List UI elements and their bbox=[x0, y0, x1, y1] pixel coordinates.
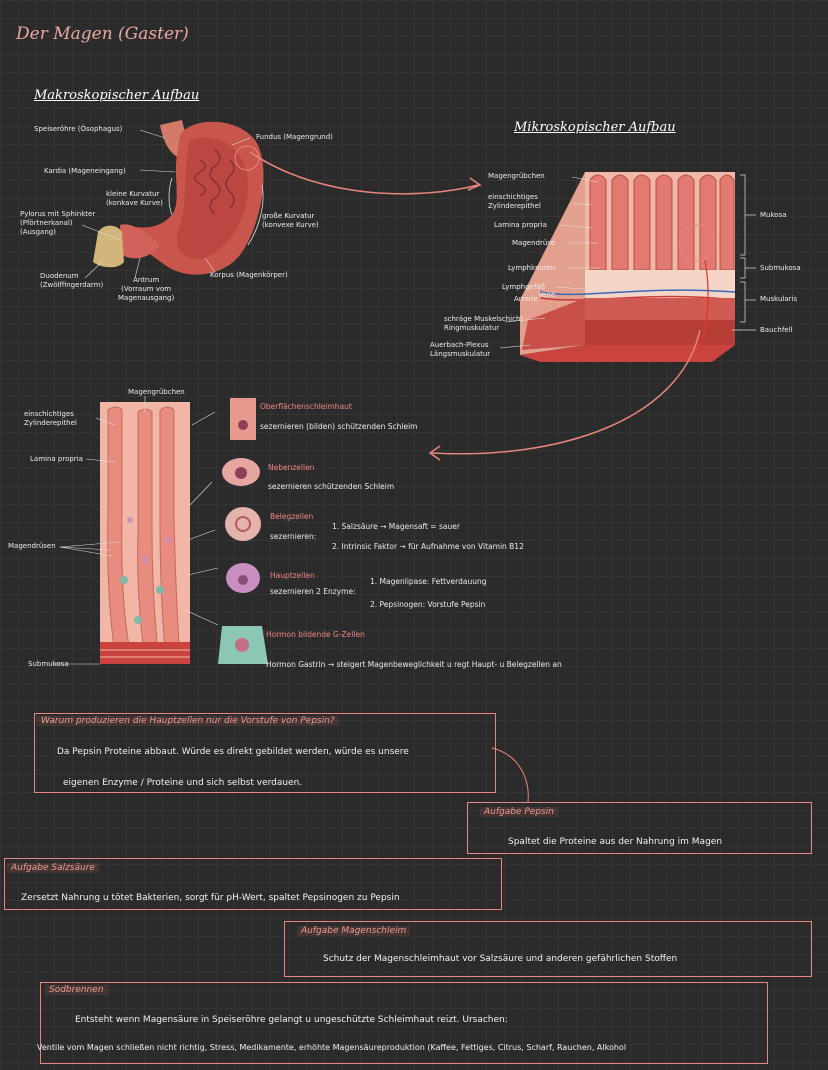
question-answer-line1: Da Pepsin Proteine abbaut. Würde es dire… bbox=[57, 747, 409, 757]
cell-beleg-item-1: 1. Salzsäure → Magensaft = sauer bbox=[332, 522, 460, 531]
cell-neben-desc: sezernieren schützenden Schleim bbox=[268, 482, 395, 491]
label-micro-lamina: Lamina propria bbox=[494, 221, 547, 229]
label-micro-submukosa: Submukosa bbox=[760, 264, 801, 272]
label-gland-lamina: Lamina propria bbox=[30, 455, 83, 463]
cell-haupt-name: Hauptzellen bbox=[270, 571, 315, 580]
cell-beleg-desc: sezernieren: bbox=[270, 532, 317, 541]
label-micro-epithel: einschichtiges Zylinderepithel bbox=[488, 193, 541, 210]
label-fundus: Fundus (Magengrund) bbox=[256, 133, 333, 141]
sodbrennen-line2: Ventile vom Magen schließen nicht richti… bbox=[37, 1043, 627, 1052]
pepsin-label: Aufgabe Pepsin bbox=[480, 807, 558, 817]
label-antrum: Antrum (Vorraum vom Magenausgang) bbox=[118, 276, 175, 302]
label-korpus: Korpus (Magenkörper) bbox=[210, 271, 288, 279]
label-micro-bauchfell: Bauchfell bbox=[760, 326, 793, 334]
cell-g-desc: Hormon Gastrin → steigert Magenbeweglich… bbox=[266, 660, 562, 669]
cell-beleg-name: Belegzellen bbox=[270, 512, 314, 521]
magenschleim-text: Schutz der Magenschleimhaut vor Salzsäur… bbox=[323, 954, 678, 964]
magenschleim-box: Aufgabe Magenschleim Schutz der Magensch… bbox=[284, 921, 812, 977]
cell-oberflaeche-name: Oberflächenschleimhaut bbox=[260, 402, 352, 411]
label-grosse-kurvatur: große Kurvatur (konvexe Kurve) bbox=[262, 212, 319, 229]
question-answer-line2: eigenen Enzyme / Proteine und sich selbs… bbox=[63, 778, 303, 788]
label-gland-magengruebchen: Magengrübchen bbox=[128, 388, 185, 396]
sodbrennen-box: Sodbrennen Entsteht wenn Magensäure in S… bbox=[37, 982, 768, 1064]
macro-heading: Makroskopischer Aufbau bbox=[34, 88, 200, 103]
label-pylorus: Pylorus mit Sphinkter (Pförtnerkanal) (A… bbox=[20, 210, 96, 236]
salzsaeure-label: Aufgabe Salzsäure bbox=[7, 863, 99, 873]
label-duodenum: Duodenum (Zwölffingerdarm) bbox=[40, 272, 104, 289]
label-kleine-kurvatur: kleine Kurvatur (konkave Kurve) bbox=[106, 190, 163, 207]
label-micro-auerbach: Auerbach-Plexus Längsmuskulatur bbox=[430, 341, 491, 358]
label-micro-muskelschicht: schräge Muskelschicht Ringmuskulatur bbox=[444, 315, 524, 332]
label-micro-magendruese: Magendrüse bbox=[512, 239, 556, 247]
page-title: Der Magen (Gaster) bbox=[16, 24, 189, 44]
cell-haupt-item-2: 2. Pepsinogen: Vorstufe Pepsin bbox=[370, 600, 486, 609]
pepsin-box: Aufgabe Pepsin Spaltet die Proteine aus … bbox=[467, 802, 812, 854]
cell-neben-name: Nebenzellen bbox=[268, 463, 315, 472]
question-box: Warum produzieren die Hauptzellen nur di… bbox=[34, 713, 496, 793]
cell-oberflaeche-desc: sezernieren (bilden) schützenden Schleim bbox=[260, 422, 418, 431]
question-label: Warum produzieren die Hauptzellen nur di… bbox=[37, 716, 339, 726]
sodbrennen-line1: Entsteht wenn Magensäure in Speiseröhre … bbox=[75, 1015, 508, 1025]
label-micro-mukosa: Mukosa bbox=[760, 211, 787, 219]
cell-haupt-desc: sezernieren 2 Enzyme: bbox=[270, 587, 356, 596]
pepsin-text: Spaltet die Proteine aus der Nahrung im … bbox=[508, 837, 723, 847]
sodbrennen-label: Sodbrennen bbox=[45, 985, 108, 995]
label-kardia: Kardia (Mageneingang) bbox=[44, 167, 126, 175]
salzsaeure-text: Zersetzt Nahrung u tötet Bakterien, sorg… bbox=[21, 893, 400, 903]
cell-haupt-item-1: 1. Magenlipase: Fettverdauung bbox=[370, 577, 487, 586]
label-gland-submukosa: Submukosa bbox=[28, 660, 69, 668]
cell-beleg-item-2: 2. Intrinsic Faktor → für Aufnahme von V… bbox=[332, 542, 524, 551]
label-micro-vene: Vene bbox=[538, 291, 556, 299]
label-gland-epithel: einschichtiges Zylinderepithel bbox=[24, 410, 77, 427]
micro-heading: Mikroskopischer Aufbau bbox=[514, 120, 676, 135]
magenschleim-label: Aufgabe Magenschleim bbox=[297, 926, 411, 936]
label-gland-magendruesen: Magendrüsen bbox=[8, 542, 56, 550]
label-micro-arterie: Arterie bbox=[514, 295, 538, 303]
salzsaeure-box: Aufgabe Salzsäure Zersetzt Nahrung u töt… bbox=[4, 858, 502, 910]
label-speiseroehre: Speiseröhre (Ösophagus) bbox=[34, 125, 123, 133]
cell-g-name: Hormon bildende G-Zellen bbox=[266, 630, 365, 639]
label-micro-magengruebchen: Magengrübchen bbox=[488, 172, 545, 180]
label-micro-lymphknoten: Lymphknoten bbox=[508, 264, 556, 272]
label-micro-lymphgefaess: Lymphgefäß bbox=[502, 283, 546, 291]
label-micro-muskularis: Muskularis bbox=[760, 295, 798, 303]
